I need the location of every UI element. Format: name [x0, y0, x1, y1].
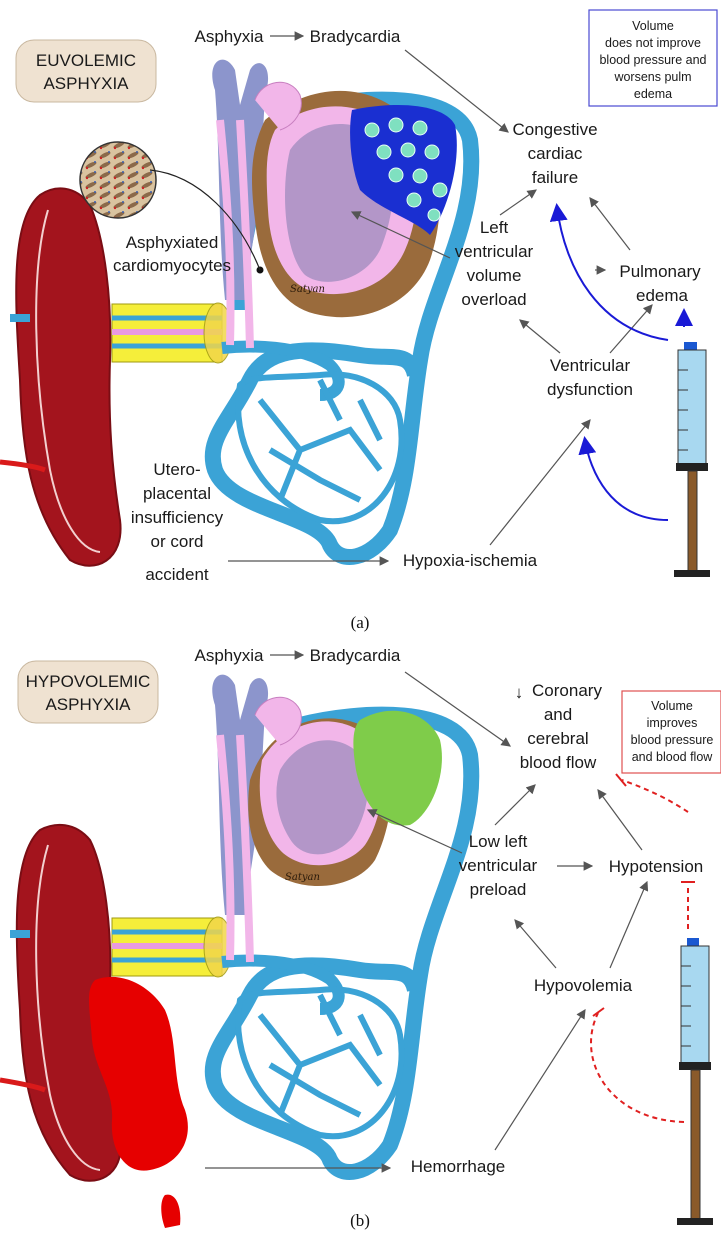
- syringe-b: [677, 938, 713, 1225]
- badge-line1: EUVOLEMIC: [36, 51, 136, 70]
- label-lvo-2: ventricular: [455, 242, 534, 261]
- label-vd-2: dysfunction: [547, 380, 633, 399]
- label-llvp-1: Low left: [469, 832, 528, 851]
- label-cbf-4: blood flow: [520, 753, 597, 772]
- note-box-b: Volume improves blood pressure and blood…: [622, 691, 721, 773]
- volume-effect-lines: [591, 780, 688, 1122]
- badge-b-line1: HYPOVOLEMIC: [26, 672, 151, 691]
- label-bradycardia-b: Bradycardia: [310, 646, 401, 665]
- label-asphyxia-b: Asphyxia: [195, 646, 265, 665]
- down-arrow-glyph: ↓: [515, 683, 524, 702]
- note-b-2: improves: [647, 716, 698, 730]
- umbilical-cord: [112, 303, 232, 363]
- label-upi-1: Utero-: [153, 460, 200, 479]
- note-a-5: edema: [634, 87, 672, 101]
- label-cbf-3: cerebral: [527, 729, 588, 748]
- note-a-1: Volume: [632, 19, 674, 33]
- note-b-3: blood pressure: [631, 733, 714, 747]
- umbilical-cord-b: [112, 917, 232, 977]
- label-upi-2: placental: [143, 484, 211, 503]
- label-hypoxia: Hypoxia-ischemia: [403, 551, 538, 570]
- caption-b: (b): [350, 1211, 370, 1230]
- label-pe-2: edema: [636, 286, 689, 305]
- label-cbf-2: and: [544, 705, 572, 724]
- panel-b: HYPOVOLEMIC ASPHYXIA: [0, 646, 721, 1230]
- label-vd-1: Ventricular: [550, 356, 631, 375]
- note-a-2: does not improve: [605, 36, 701, 50]
- note-box-a: Volume does not improve blood pressure a…: [589, 10, 717, 106]
- label-llvp-2: ventricular: [459, 856, 538, 875]
- label-lvo-3: volume: [467, 266, 522, 285]
- badge-line2: ASPHYXIA: [43, 74, 129, 93]
- label-upi-3: insufficiency: [131, 508, 224, 527]
- signature-b: Satyan: [285, 872, 320, 883]
- signature-a: Satyan: [290, 284, 325, 295]
- caption-a: (a): [351, 613, 370, 632]
- badge-hypovolemic: HYPOVOLEMIC ASPHYXIA: [18, 661, 158, 723]
- label-upi-4: or cord: [151, 532, 204, 551]
- label-hemorrhage: Hemorrhage: [411, 1157, 506, 1176]
- label-upi-5: accident: [145, 565, 209, 584]
- label-bradycardia-a: Bradycardia: [310, 27, 401, 46]
- placenta: [16, 188, 120, 565]
- label-ccf-1: Congestive: [512, 120, 597, 139]
- label-pe-1: Pulmonary: [619, 262, 701, 281]
- label-ccf-3: failure: [532, 168, 578, 187]
- note-b-4: and blood flow: [632, 750, 714, 764]
- badge-euvolemic: EUVOLEMIC ASPHYXIA: [16, 40, 156, 102]
- label-ccf-2: cardiac: [528, 144, 583, 163]
- note-a-4: worsens pulm: [613, 70, 691, 84]
- badge-b-line2: ASPHYXIA: [45, 695, 131, 714]
- label-asphyxiated: Asphyxiated: [126, 233, 219, 252]
- label-hypovolemia: Hypovolemia: [534, 976, 633, 995]
- panel-a: EUVOLEMIC ASPHYXIA: [0, 10, 717, 632]
- note-a-3: blood pressure and: [599, 53, 706, 67]
- syringe-a: [674, 342, 710, 577]
- label-asphyxia-a: Asphyxia: [195, 27, 265, 46]
- note-b-1: Volume: [651, 699, 693, 713]
- label-cbf-1: Coronary: [532, 681, 602, 700]
- label-hypotension: Hypotension: [609, 857, 704, 876]
- label-cardiomyocytes: cardiomyocytes: [113, 256, 231, 275]
- label-lvo-4: overload: [461, 290, 526, 309]
- label-llvp-3: preload: [470, 880, 527, 899]
- label-lvo-1: Left: [480, 218, 509, 237]
